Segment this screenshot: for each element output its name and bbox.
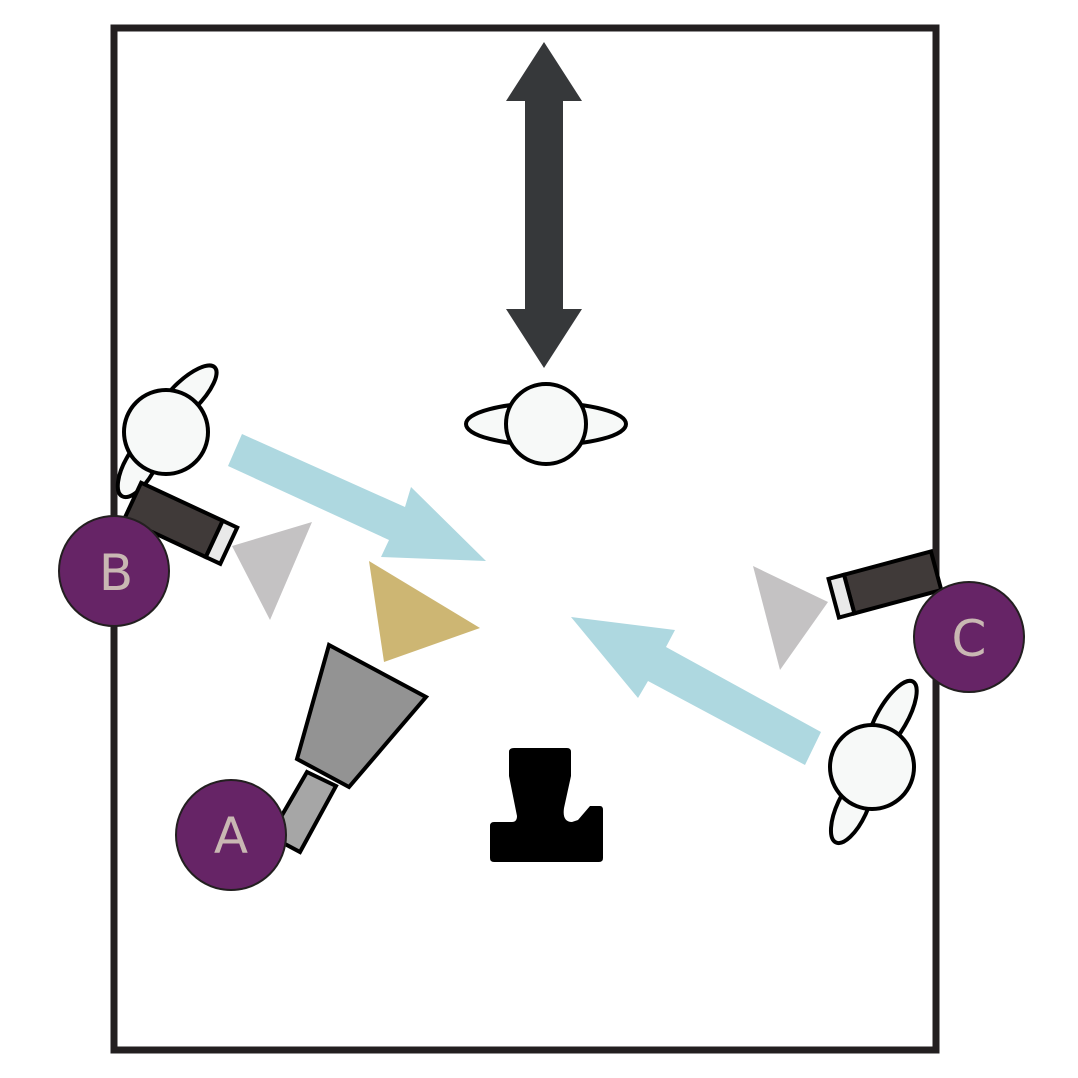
label-badge-c: C	[913, 581, 1025, 693]
label-b: B	[99, 544, 133, 602]
camera-icon-c	[826, 548, 944, 620]
label-c: C	[952, 610, 987, 668]
movement-arrow-right-icon	[571, 617, 821, 765]
person-icon-right	[828, 678, 919, 846]
double-arrow-icon	[506, 42, 582, 368]
person-icon-top	[464, 382, 628, 466]
light-cone-left	[232, 522, 312, 620]
person-icon-left	[115, 363, 219, 500]
light-cone-right	[753, 566, 828, 670]
label-badge-b: B	[58, 515, 170, 627]
movement-arrow-left-icon	[228, 434, 486, 561]
seat-icon	[490, 748, 603, 862]
label-badge-a: A	[175, 779, 287, 891]
gold-marker	[369, 561, 480, 662]
camera-icon-b	[121, 480, 240, 567]
label-a: A	[214, 807, 248, 865]
